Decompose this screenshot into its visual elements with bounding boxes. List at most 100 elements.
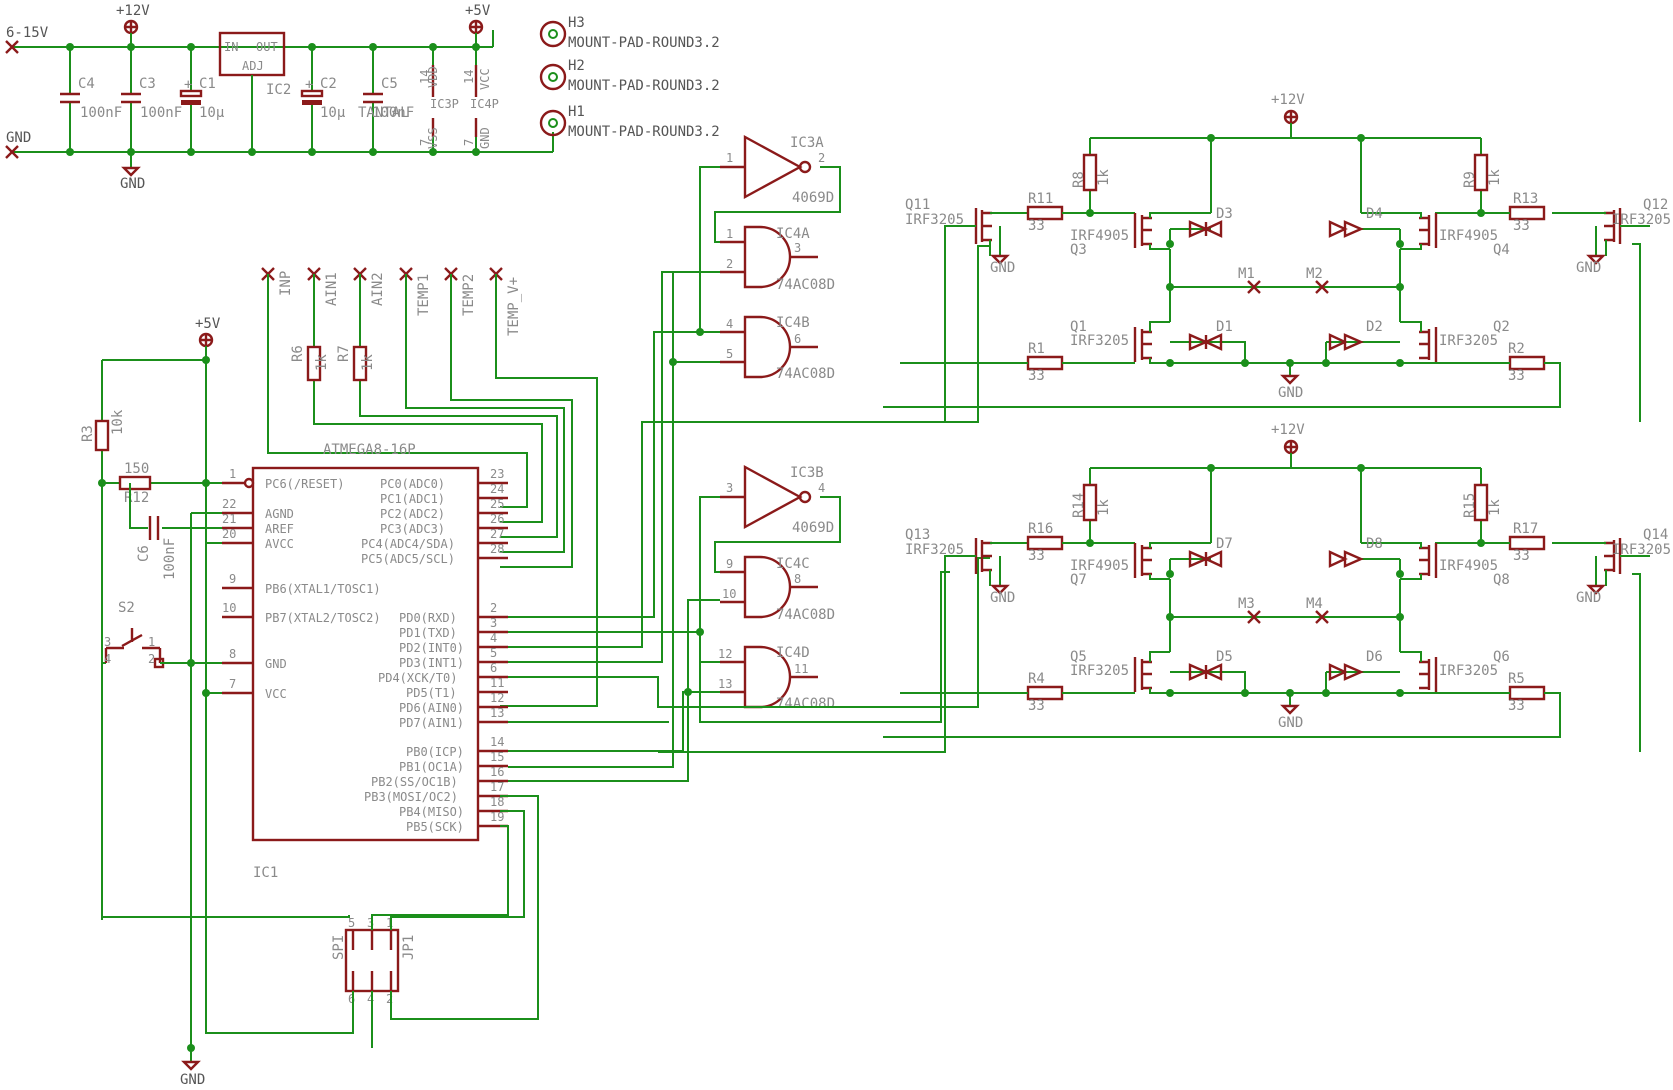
svg-text:PC2(ADC2): PC2(ADC2) bbox=[380, 507, 445, 521]
pullup-resistor-right: R9 bbox=[1462, 171, 1478, 188]
vcc12-symbol-top: +12V bbox=[116, 3, 150, 47]
diode-high-left: D7 bbox=[1216, 536, 1233, 552]
svg-text:5: 5 bbox=[490, 646, 497, 660]
svg-text:PD7(AIN1): PD7(AIN1) bbox=[399, 716, 464, 730]
svg-text:6: 6 bbox=[490, 661, 497, 675]
svg-text:PD1(TXD): PD1(TXD) bbox=[399, 626, 457, 640]
svg-text:33: 33 bbox=[1028, 368, 1045, 384]
diode-low-right: D2 bbox=[1366, 319, 1383, 335]
svg-text:PD2(INT0): PD2(INT0) bbox=[399, 641, 464, 655]
svg-text:25: 25 bbox=[490, 497, 504, 511]
reset-switch-s2: S2 3 4 1 2 bbox=[104, 600, 165, 669]
svg-text:1k: 1k bbox=[314, 354, 330, 371]
svg-text:IC3B: IC3B bbox=[790, 465, 824, 481]
ic4p-power-pins: IC4P VCC GND 14 7 bbox=[462, 47, 499, 152]
motor-terminal-left: M3 bbox=[1238, 596, 1255, 612]
svg-text:C5: C5 bbox=[381, 76, 398, 92]
resistor-r6: R6 1k bbox=[290, 345, 330, 382]
svg-text:2: 2 bbox=[148, 652, 155, 666]
svg-text:+: + bbox=[305, 77, 313, 93]
svg-text:GND: GND bbox=[265, 657, 287, 671]
svg-text:22: 22 bbox=[222, 497, 236, 511]
capacitor-c2: + C2 10µ bbox=[300, 47, 346, 152]
diode-high-left: D3 bbox=[1216, 206, 1233, 222]
high-side-mosfet-right: IRF4905 bbox=[1439, 228, 1498, 244]
gate-resistor-bottom-right: R5 bbox=[1508, 671, 1525, 687]
svg-text:R6: R6 bbox=[290, 345, 306, 362]
svg-text:GND: GND bbox=[180, 1072, 205, 1088]
svg-text:4: 4 bbox=[367, 992, 374, 1006]
capacitor-c5: C5 TANTAL 100nF bbox=[358, 47, 414, 152]
svg-text:12: 12 bbox=[490, 691, 504, 705]
svg-text:PD5(T1): PD5(T1) bbox=[406, 686, 457, 700]
svg-text:PD3(INT1): PD3(INT1) bbox=[399, 656, 464, 670]
diode-low-left: D1 bbox=[1216, 319, 1233, 335]
svg-text:11: 11 bbox=[794, 662, 808, 676]
input-voltage-label: 6-15V bbox=[6, 25, 49, 41]
svg-text:IC2: IC2 bbox=[266, 82, 291, 98]
gate-resistor-top-left: R11 bbox=[1028, 191, 1053, 207]
high-side-mosfet-right: IRF4905 bbox=[1439, 558, 1498, 574]
svg-text:17: 17 bbox=[490, 780, 504, 794]
svg-text:PD6(AIN0): PD6(AIN0) bbox=[399, 701, 464, 715]
svg-text:4: 4 bbox=[726, 317, 733, 331]
svg-text:GND: GND bbox=[120, 176, 145, 192]
resistor-r12: 150 R12 bbox=[118, 461, 152, 506]
svg-text:C2: C2 bbox=[320, 76, 337, 92]
low-side-mosfet-right: Q2 bbox=[1493, 319, 1510, 335]
gnd-symbol-supply: GND bbox=[120, 152, 145, 192]
svg-text:GND: GND bbox=[1576, 260, 1601, 276]
connector-inp: INP bbox=[278, 271, 294, 296]
svg-text:4: 4 bbox=[490, 631, 497, 645]
svg-text:IC4D: IC4D bbox=[776, 645, 810, 661]
svg-text:GND: GND bbox=[478, 127, 492, 149]
svg-text:10: 10 bbox=[722, 587, 736, 601]
svg-text:IRF3205: IRF3205 bbox=[905, 212, 964, 228]
ic1-left-pins: 1 PC6(/RESET) 22 AGND 21 AREF 20 AVCC 9 … bbox=[222, 467, 381, 701]
svg-text:GND: GND bbox=[990, 590, 1015, 606]
connector-temp-vplus: TEMP_V+ bbox=[506, 277, 522, 336]
inverter-ic3b: IC3B 4069D 3 4 bbox=[720, 464, 834, 536]
svg-text:4: 4 bbox=[818, 481, 825, 495]
and-gate-ic4c: IC4C 74AC08D 9 10 8 bbox=[720, 555, 835, 623]
capacitor-c3: C3 100nF bbox=[121, 47, 182, 152]
vcc5-symbol-top: +5V bbox=[465, 3, 491, 47]
svg-text:MOUNT-PAD-ROUND3.2: MOUNT-PAD-ROUND3.2 bbox=[568, 124, 720, 140]
svg-text:20: 20 bbox=[222, 527, 236, 541]
svg-text:AVCC: AVCC bbox=[265, 537, 294, 551]
svg-text:H1: H1 bbox=[568, 104, 585, 120]
svg-text:+12V: +12V bbox=[116, 3, 150, 19]
svg-text:IC4P: IC4P bbox=[470, 97, 499, 111]
svg-text:150: 150 bbox=[124, 461, 149, 477]
svg-text:IC3P: IC3P bbox=[430, 97, 459, 111]
svg-text:11: 11 bbox=[490, 676, 504, 690]
svg-text:IRF3205: IRF3205 bbox=[1070, 333, 1129, 349]
svg-text:3: 3 bbox=[794, 241, 801, 255]
svg-text:27: 27 bbox=[490, 527, 504, 541]
ic1-part-label: ATMEGA8-16P bbox=[323, 442, 416, 458]
svg-text:3: 3 bbox=[490, 616, 497, 630]
gnd-symbol-ic1: GND bbox=[180, 1048, 205, 1088]
svg-text:10k: 10k bbox=[110, 409, 126, 435]
svg-text:PC4(ADC4/SDA): PC4(ADC4/SDA) bbox=[361, 537, 455, 551]
svg-text:33: 33 bbox=[1028, 698, 1045, 714]
svg-text:10µ: 10µ bbox=[199, 105, 225, 121]
pullup-resistor-left: R8 bbox=[1071, 171, 1087, 188]
microcontroller-ic1: ATMEGA8-16P IC1 1 PC6(/RESET) 22 AGND 21… bbox=[222, 442, 508, 881]
low-side-mosfet-left: Q1 bbox=[1070, 319, 1087, 335]
svg-text:IC4C: IC4C bbox=[776, 556, 810, 572]
svg-text:15: 15 bbox=[490, 750, 504, 764]
svg-text:PB7(XTAL2/TOSC2): PB7(XTAL2/TOSC2) bbox=[265, 611, 381, 625]
pullup-resistor-right: R15 bbox=[1462, 493, 1478, 518]
svg-text:4: 4 bbox=[104, 652, 111, 666]
svg-text:1: 1 bbox=[148, 635, 155, 649]
svg-text:1k: 1k bbox=[1487, 169, 1503, 186]
svg-text:5: 5 bbox=[348, 916, 355, 930]
gate-resistor-top-left: R16 bbox=[1028, 521, 1053, 537]
svg-text:100nF: 100nF bbox=[140, 105, 182, 121]
svg-text:H3: H3 bbox=[568, 15, 585, 31]
svg-text:74AC08D: 74AC08D bbox=[776, 366, 835, 382]
capacitor-c4: C4 100nF bbox=[60, 47, 122, 152]
svg-text:R12: R12 bbox=[124, 490, 149, 506]
